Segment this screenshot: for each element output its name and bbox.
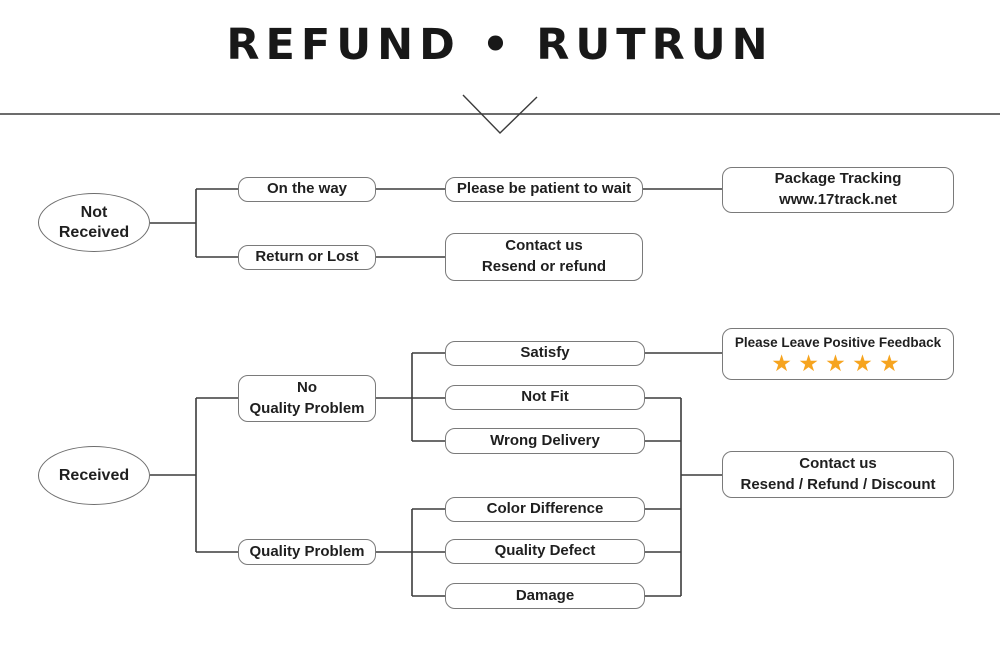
header-divider (0, 94, 1000, 134)
node-received: Received (38, 446, 150, 505)
node-on-the-way: On the way (238, 177, 376, 202)
node-wrong-delivery: Wrong Delivery (445, 428, 645, 454)
node-color-difference: Color Difference (445, 497, 645, 522)
node-damage: Damage (445, 583, 645, 609)
node-please-be-patient: Please be patient to wait (445, 177, 643, 202)
node-positive-feedback: Please Leave Positive Feedback ★★★★★ (722, 328, 954, 380)
node-package-tracking: Package Tracking www.17track.net (722, 167, 954, 213)
node-contact-resend-refund-discount: Contact us Resend / Refund / Discount (722, 451, 954, 498)
flow1-connectors (150, 188, 722, 258)
node-satisfy: Satisfy (445, 341, 645, 366)
five-stars-icon: ★★★★★ (772, 352, 908, 375)
node-quality-problem: Quality Problem (238, 539, 376, 565)
node-no-quality-problem: No Quality Problem (238, 375, 376, 422)
flow2-connectors (150, 352, 722, 597)
positive-feedback-label: Please Leave Positive Feedback (734, 335, 942, 351)
node-contact-resend-refund: Contact us Resend or refund (445, 233, 643, 281)
page-title: REFUND • RUTRUN (226, 20, 774, 70)
node-return-or-lost: Return or Lost (238, 245, 376, 270)
node-quality-defect: Quality Defect (445, 539, 645, 564)
node-not-received: Not Received (38, 193, 150, 252)
node-not-fit: Not Fit (445, 385, 645, 410)
